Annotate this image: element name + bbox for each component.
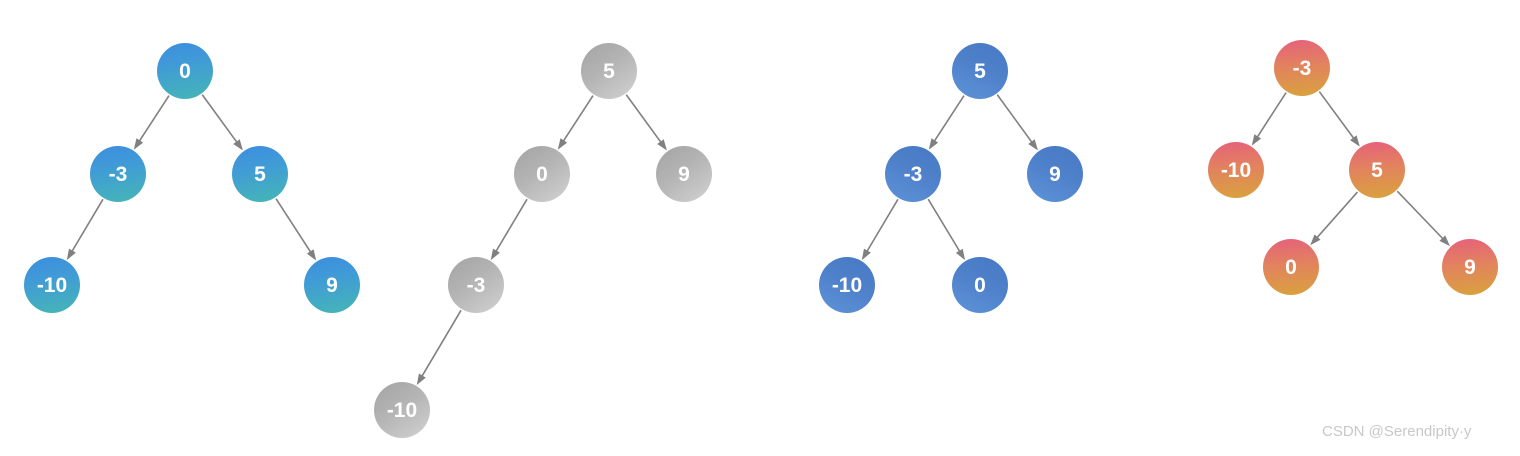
tree-node-label: 9 (326, 273, 338, 297)
tree-node-label: -10 (1220, 158, 1252, 182)
tree-edge-arrowhead-icon (1251, 134, 1262, 146)
tree-node-label: 5 (974, 59, 986, 83)
tree-edge (1396, 190, 1444, 239)
tree-node[interactable]: 0 (157, 43, 213, 99)
tree-edge (625, 94, 662, 143)
tree-node[interactable]: 5 (232, 146, 288, 202)
tree-node[interactable]: 0 (1263, 239, 1319, 295)
tree-node[interactable]: -10 (24, 257, 80, 313)
tree-node[interactable]: -10 (374, 382, 430, 438)
tree-edge-arrowhead-icon (1310, 234, 1321, 246)
tree-node[interactable]: -3 (1274, 40, 1330, 96)
tree-edge (934, 95, 965, 142)
tree-edge-arrowhead-icon (657, 139, 667, 151)
tree-edge (421, 310, 462, 377)
tree-node[interactable]: 9 (1027, 146, 1083, 202)
tree-node[interactable]: 0 (952, 257, 1008, 313)
tree-edge-arrowhead-icon (955, 248, 966, 261)
tree-node[interactable]: -3 (885, 146, 941, 202)
tree-edge-arrowhead-icon (233, 139, 243, 151)
tree-edge-arrowhead-icon (1350, 135, 1360, 147)
tree-node-label: -3 (903, 162, 923, 186)
tree-node-label: -3 (108, 162, 128, 186)
tree-node[interactable]: -3 (448, 257, 504, 313)
tree-edge (71, 198, 104, 252)
tree-edge (139, 95, 170, 142)
tree-node[interactable]: 9 (304, 257, 360, 313)
tree-edge-arrowhead-icon (557, 138, 568, 150)
tree-edge (1318, 91, 1355, 139)
tree-node[interactable]: 5 (952, 43, 1008, 99)
tree-node-label: -3 (1292, 56, 1312, 80)
tree-node-label: 0 (536, 162, 548, 186)
tree-node-label: 5 (254, 162, 266, 186)
tree-edge (927, 198, 961, 252)
tree-node[interactable]: -3 (90, 146, 146, 202)
tree-edge-arrowhead-icon (66, 248, 76, 261)
tree-edge (275, 198, 312, 253)
tree-node[interactable]: 0 (514, 146, 570, 202)
tree-node[interactable]: -10 (1208, 142, 1264, 198)
tree-edge-arrowhead-icon (1028, 139, 1038, 151)
tree-node[interactable]: 5 (581, 43, 637, 99)
tree-edge (1316, 191, 1358, 238)
tree-edge-arrowhead-icon (861, 248, 871, 261)
tree-node[interactable]: -10 (819, 257, 875, 313)
tree-edge (495, 198, 528, 252)
tree-edge (866, 198, 899, 252)
tree-edge-arrowhead-icon (416, 373, 426, 386)
tree-node-label: 9 (1464, 255, 1476, 279)
tree-edge-arrowhead-icon (133, 138, 144, 150)
tree-edge (996, 94, 1033, 143)
tree-node-label: 5 (1371, 158, 1383, 182)
tree-edge-arrowhead-icon (306, 249, 317, 261)
tree-node-label: -10 (831, 273, 863, 297)
tree-edge (563, 95, 594, 142)
tree-node-label: 9 (1049, 162, 1061, 186)
tree-node[interactable]: 9 (1442, 239, 1498, 295)
tree-edge-arrowhead-icon (490, 248, 500, 261)
tree-node-label: 0 (179, 59, 191, 83)
tree-node-label: 5 (603, 59, 615, 83)
tree-node-label: -10 (36, 273, 68, 297)
tree-node-label: 0 (1285, 255, 1297, 279)
tree-node-label: 9 (678, 162, 690, 186)
tree-edge-arrowhead-icon (1439, 235, 1450, 247)
tree-edge (1256, 92, 1287, 138)
tree-node[interactable]: 5 (1349, 142, 1405, 198)
tree-edge (201, 94, 238, 143)
tree-node-label: -3 (466, 273, 486, 297)
tree-edge-arrowhead-icon (928, 138, 939, 150)
watermark-label: CSDN @Serendipity·y (1322, 423, 1472, 440)
tree-node-label: 0 (974, 273, 986, 297)
tree-node-label: -10 (386, 398, 418, 422)
tree-node[interactable]: 9 (656, 146, 712, 202)
